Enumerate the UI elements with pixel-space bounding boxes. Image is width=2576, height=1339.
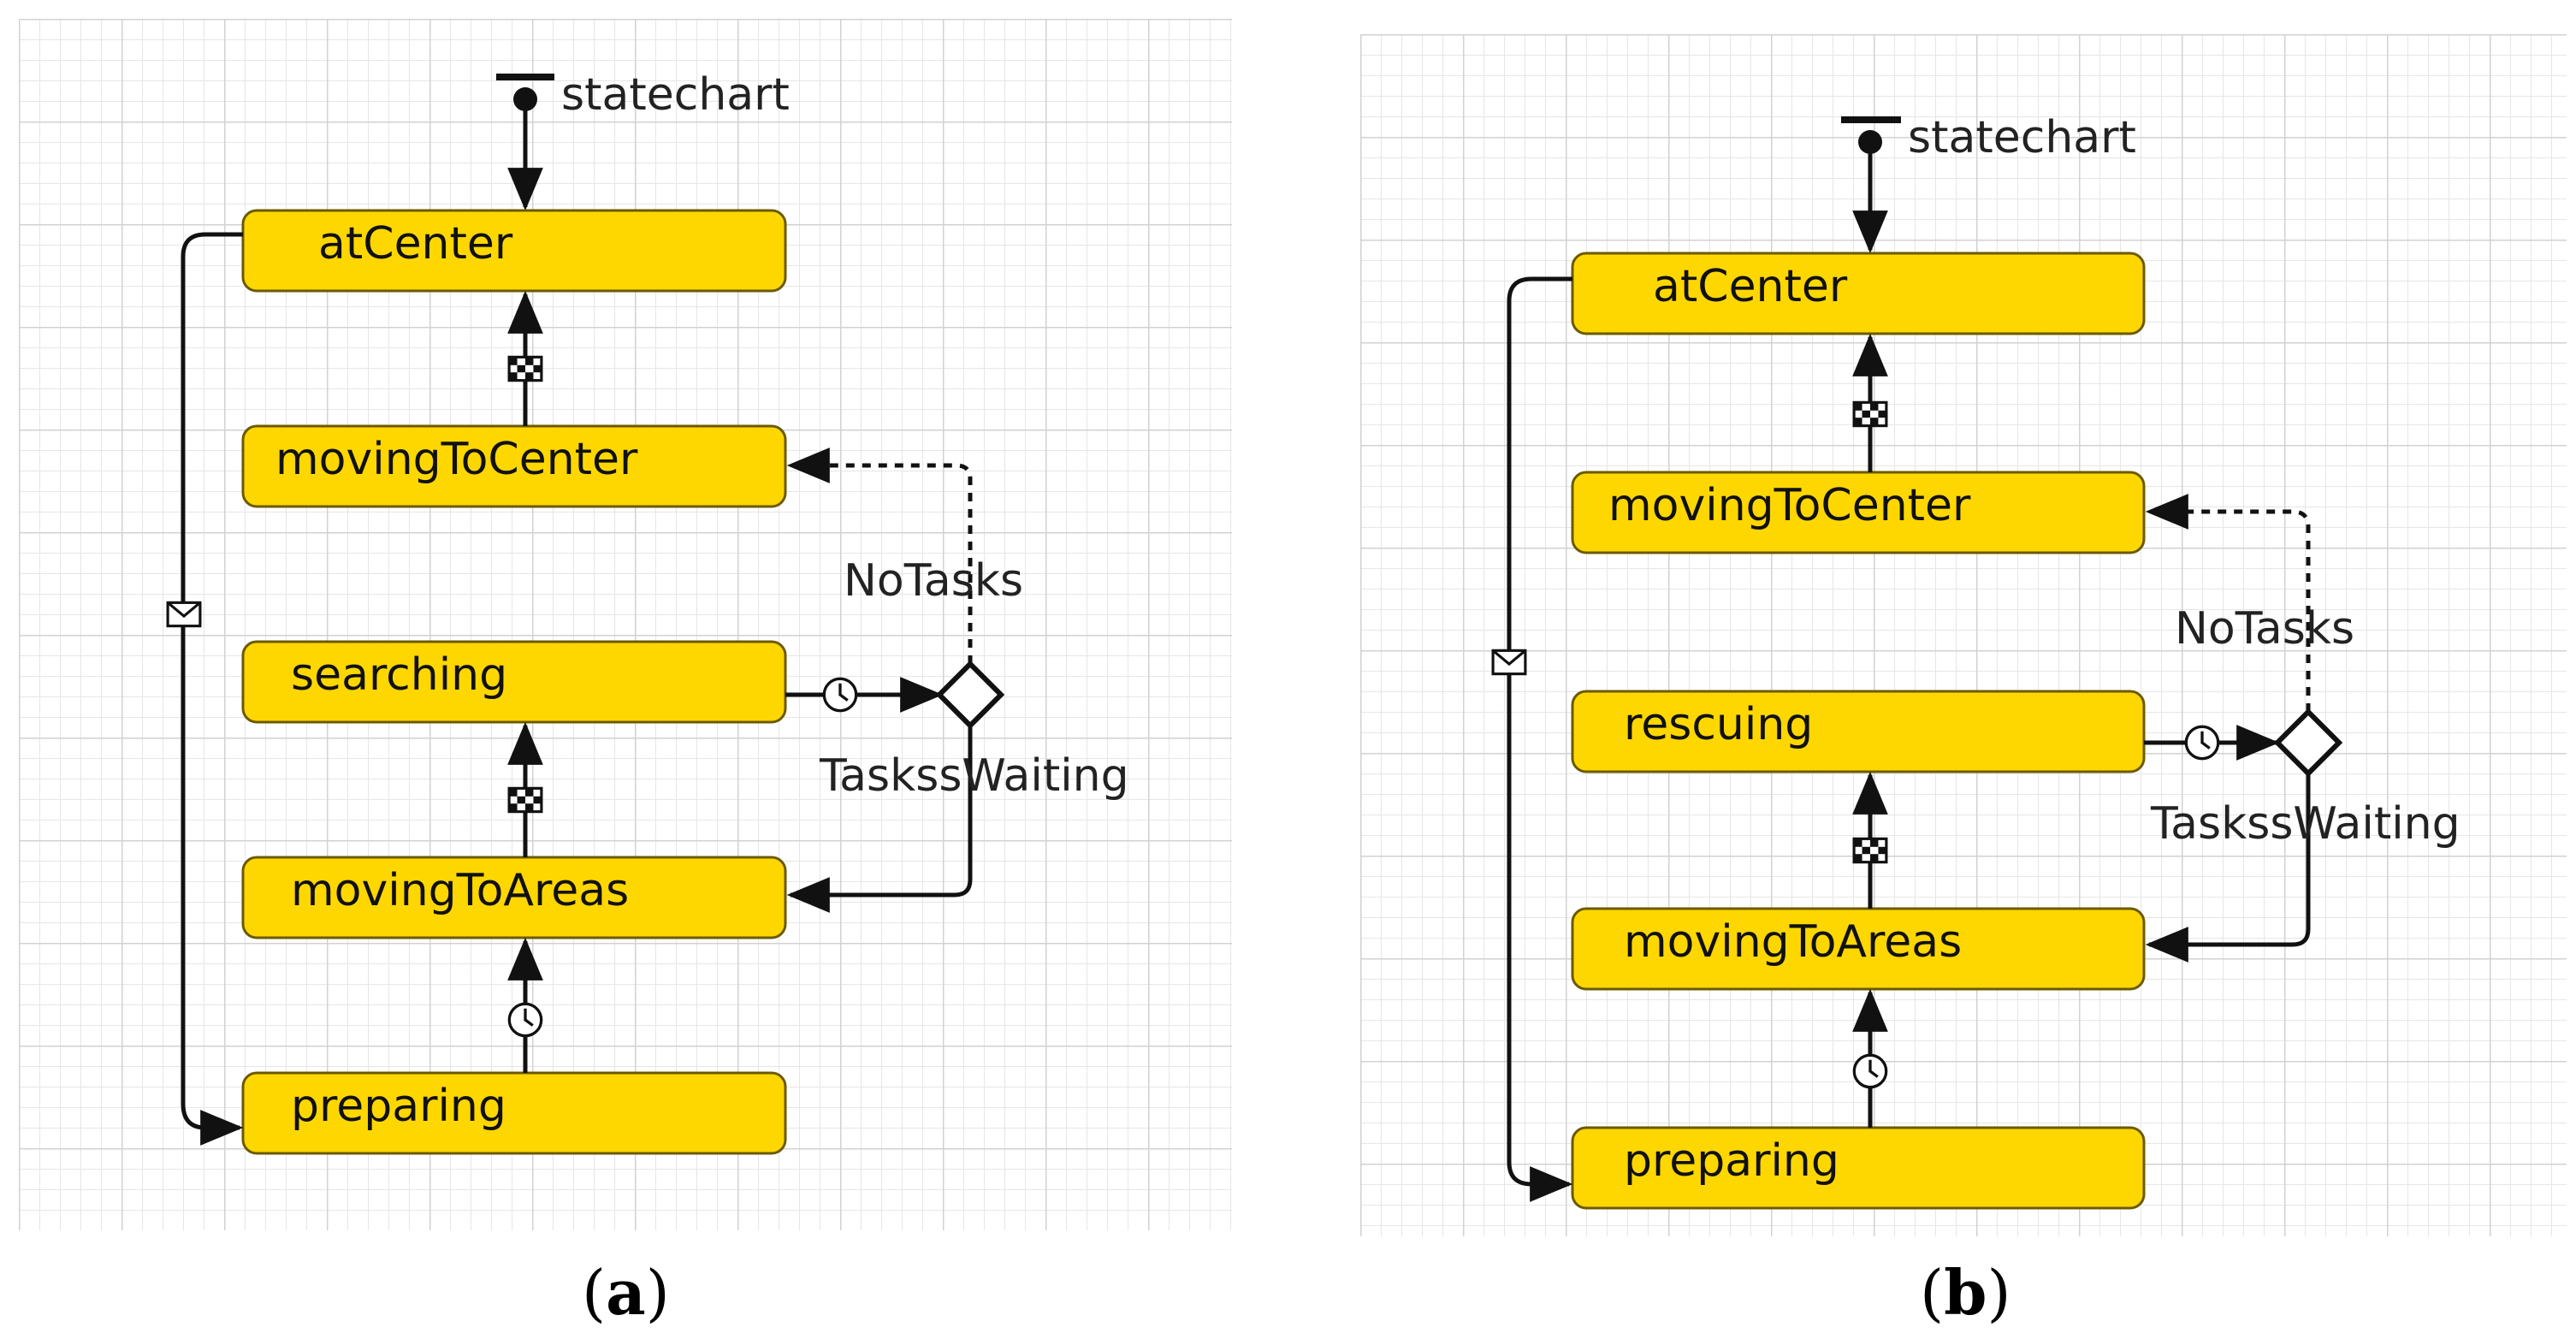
entry-label: statechart [561,69,790,121]
checkered-flag-icon [507,786,543,814]
branch-label-notasks: NoTasks [2175,603,2354,655]
state-movingToAreas[interactable]: movingToAreas [241,856,787,939]
grid-major [1360,34,2567,1236]
clock-icon [1852,1053,1888,1089]
caption-paren-open: ( [582,1257,607,1329]
panel-caption-b: (b) [1920,1256,2011,1329]
clock-icon [507,1002,543,1038]
envelope-icon [1491,649,1527,676]
caption-letter: b [1944,1256,1987,1329]
state-label: rescuing [1624,699,1813,750]
checkered-flag-icon [507,355,543,382]
checkered-flag-icon [1852,837,1888,864]
state-label: movingToAreas [291,865,629,916]
caption-letter: a [606,1256,646,1329]
tasks-branch [786,726,973,913]
state-movingToCenter[interactable]: movingToCenter [241,424,787,508]
state-atCenter[interactable]: atCenter [241,209,787,293]
clock-icon [822,677,858,713]
state-label: searching [291,649,507,701]
state-movingToCenter[interactable]: movingToCenter [1571,471,2146,554]
message-transition [181,232,244,1146]
panel-a: statechart atCenter movingToCenter searc… [19,19,1232,1230]
caption-paren-close: ) [1987,1257,2011,1329]
envelope-icon [166,601,202,628]
state-label: movingToCenter [1608,480,1971,531]
branch-label-taskswaiting: TaskssWaiting [2150,798,2461,850]
caption-paren-close: ) [645,1257,670,1329]
state-label: atCenter [318,218,513,270]
clock-icon [2184,725,2220,761]
state-atCenter[interactable]: atCenter [1571,252,2146,335]
default-branch [2145,494,2311,712]
state-searching[interactable]: searching [241,640,787,724]
state-label: preparing [291,1081,506,1132]
panel-caption-a: (a) [582,1256,670,1329]
panel-b: statechart atCenter movingToCenter rescu… [1360,34,2567,1236]
state-label: atCenter [1653,261,1848,312]
state-preparing[interactable]: preparing [1571,1126,2146,1210]
checkered-flag-icon [1852,400,1888,428]
state-label: movingToCenter [275,434,638,485]
branch-label-taskswaiting: TaskssWaiting [819,750,1129,802]
state-rescuing[interactable]: rescuing [1571,690,2146,773]
state-label: movingToAreas [1624,916,1962,968]
caption-paren-open: ( [1920,1257,1945,1329]
state-label: preparing [1624,1135,1839,1187]
tasks-branch [2145,773,2311,963]
branch-label-notasks: NoTasks [844,555,1023,607]
message-transition [1507,276,1573,1202]
state-movingToAreas[interactable]: movingToAreas [1571,907,2146,991]
state-preparing[interactable]: preparing [241,1071,787,1155]
default-branch [786,447,973,664]
entry-label: statechart [1908,112,2136,163]
